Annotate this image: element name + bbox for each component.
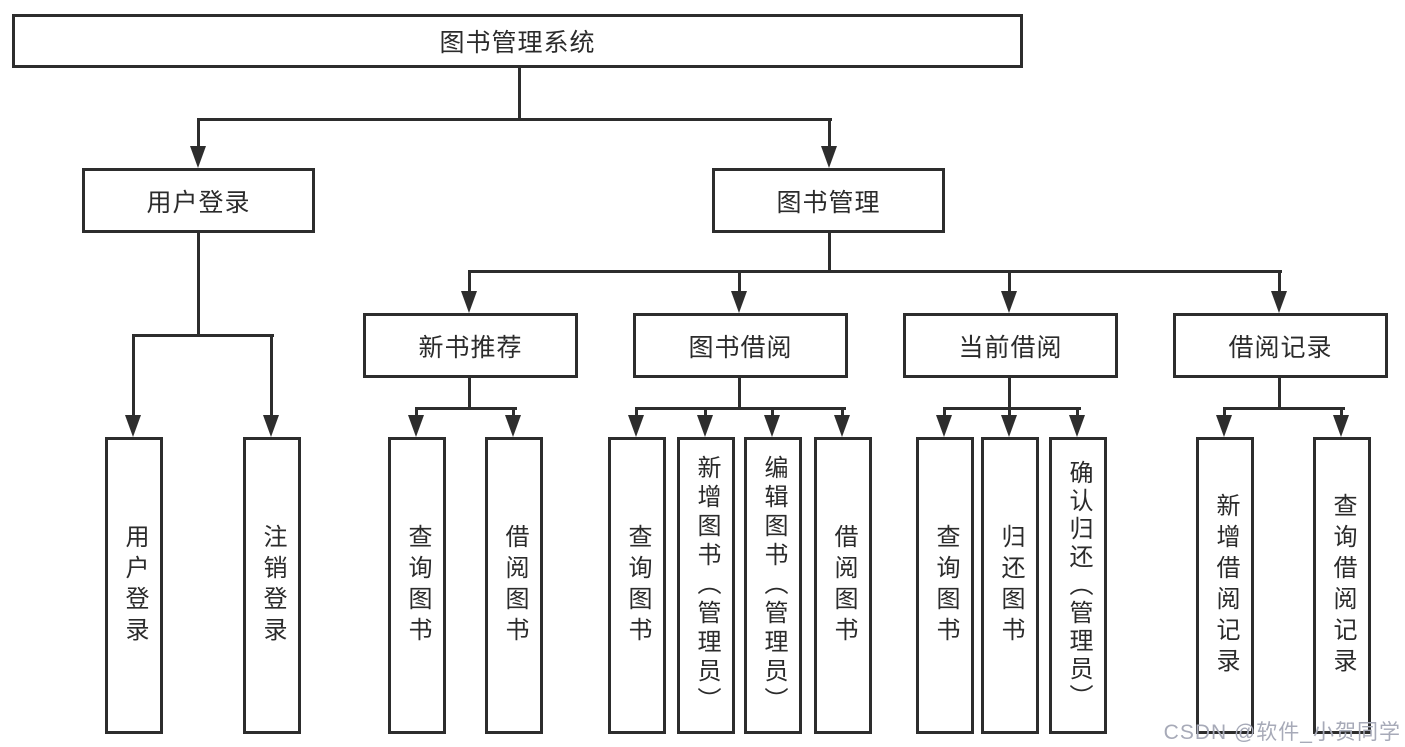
node-book-borrow: 图书借阅: [633, 313, 848, 378]
leaf-logout-login: 注销登录: [243, 437, 301, 734]
leaf-user-login-label: 用户登录: [121, 523, 148, 648]
leaf-confirm-return-admin-label: 确认归还（管理员）: [1065, 459, 1092, 712]
leaf-query-book-current-label: 查询图书: [932, 523, 959, 648]
connector-line: [704, 407, 707, 418]
connector-line: [1076, 407, 1079, 418]
leaf-edit-book-admin: 编辑图书（管理员）: [744, 437, 802, 734]
leaf-query-book-borrow-label: 查询图书: [624, 523, 651, 648]
connector-line: [197, 118, 200, 148]
leaf-user-login: 用户登录: [105, 437, 163, 734]
leaf-logout-login-label: 注销登录: [259, 523, 286, 648]
arrow-down-icon: [190, 146, 206, 168]
arrow-down-icon: [764, 415, 780, 437]
arrow-down-icon: [1001, 415, 1017, 437]
connector-line: [1278, 270, 1281, 294]
arrow-down-icon: [125, 415, 141, 437]
leaf-add-borrow-record: 新增借阅记录: [1196, 437, 1254, 734]
connector-line: [197, 118, 832, 121]
arrow-down-icon: [821, 146, 837, 168]
node-user-login: 用户登录: [82, 168, 315, 233]
node-borrow-records-label: 借阅记录: [1228, 333, 1333, 362]
connector-line: [841, 407, 844, 418]
connector-line: [1008, 376, 1011, 410]
leaf-query-borrow-record-label: 查询借阅记录: [1329, 492, 1356, 679]
connector-line: [635, 407, 638, 418]
leaf-borrow-book: 借阅图书: [814, 437, 872, 734]
connector-line: [512, 407, 515, 418]
leaf-confirm-return-admin: 确认归还（管理员）: [1049, 437, 1107, 734]
csdn-watermark: CSDN @软件_小贺同学: [1163, 721, 1401, 744]
arrow-down-icon: [697, 415, 713, 437]
connector-line: [828, 118, 831, 148]
connector-line: [1278, 376, 1281, 410]
connector-line: [468, 270, 471, 294]
leaf-borrow-book-recommend-label: 借阅图书: [501, 523, 528, 648]
leaf-query-book-recommend-label: 查询图书: [404, 523, 431, 648]
root-node: 图书管理系统: [12, 14, 1023, 68]
node-user-login-label: 用户登录: [146, 188, 251, 217]
node-new-book-recommend-label: 新书推荐: [418, 333, 523, 362]
node-book-management-label: 图书管理: [776, 188, 881, 217]
connector-line: [943, 407, 1081, 410]
node-new-book-recommend: 新书推荐: [363, 313, 578, 378]
node-book-management: 图书管理: [712, 168, 945, 233]
connector-line: [468, 270, 1282, 273]
root-node-label: 图书管理系统: [439, 29, 596, 57]
arrow-down-icon: [628, 415, 644, 437]
connector-line: [1008, 407, 1011, 418]
connector-line: [132, 334, 274, 337]
arrow-down-icon: [408, 415, 424, 437]
connector-line: [415, 407, 418, 418]
connector-line: [635, 407, 846, 410]
leaf-edit-book-admin-label: 编辑图书（管理员）: [760, 455, 787, 716]
leaf-add-book-admin: 新增图书（管理员）: [677, 437, 735, 734]
leaf-query-book-current: 查询图书: [916, 437, 974, 734]
arrow-down-icon: [834, 415, 850, 437]
leaf-query-book-borrow: 查询图书: [608, 437, 666, 734]
connector-line: [1223, 407, 1226, 418]
arrow-down-icon: [461, 291, 477, 313]
arrow-down-icon: [936, 415, 952, 437]
connector-line: [738, 376, 741, 410]
connector-line: [132, 334, 135, 418]
node-book-borrow-label: 图书借阅: [688, 333, 793, 362]
connector-line: [468, 376, 471, 410]
arrow-down-icon: [1333, 415, 1349, 437]
arrow-down-icon: [1216, 415, 1232, 437]
leaf-return-book-label: 归还图书: [997, 523, 1024, 648]
node-current-borrow: 当前借阅: [903, 313, 1118, 378]
arrow-down-icon: [263, 415, 279, 437]
leaf-borrow-book-label: 借阅图书: [830, 523, 857, 648]
connector-line: [1008, 270, 1011, 294]
leaf-add-book-admin-label: 新增图书（管理员）: [693, 455, 720, 716]
leaf-query-borrow-record: 查询借阅记录: [1313, 437, 1371, 734]
leaf-query-book-recommend: 查询图书: [388, 437, 446, 734]
arrow-down-icon: [1069, 415, 1085, 437]
connector-line: [943, 407, 946, 418]
leaf-borrow-book-recommend: 借阅图书: [485, 437, 543, 734]
connector-line: [828, 230, 831, 273]
node-borrow-records: 借阅记录: [1173, 313, 1388, 378]
connector-line: [518, 66, 521, 121]
connector-line: [1223, 407, 1345, 410]
connector-line: [1340, 407, 1343, 418]
arrow-down-icon: [1001, 291, 1017, 313]
leaf-add-borrow-record-label: 新增借阅记录: [1212, 492, 1239, 679]
connector-line: [197, 230, 200, 337]
connector-line: [771, 407, 774, 418]
node-current-borrow-label: 当前借阅: [958, 333, 1063, 362]
connector-line: [270, 334, 273, 418]
arrow-down-icon: [1271, 291, 1287, 313]
leaf-return-book: 归还图书: [981, 437, 1039, 734]
connector-line: [415, 407, 517, 410]
arrow-down-icon: [505, 415, 521, 437]
arrow-down-icon: [731, 291, 747, 313]
connector-line: [738, 270, 741, 294]
